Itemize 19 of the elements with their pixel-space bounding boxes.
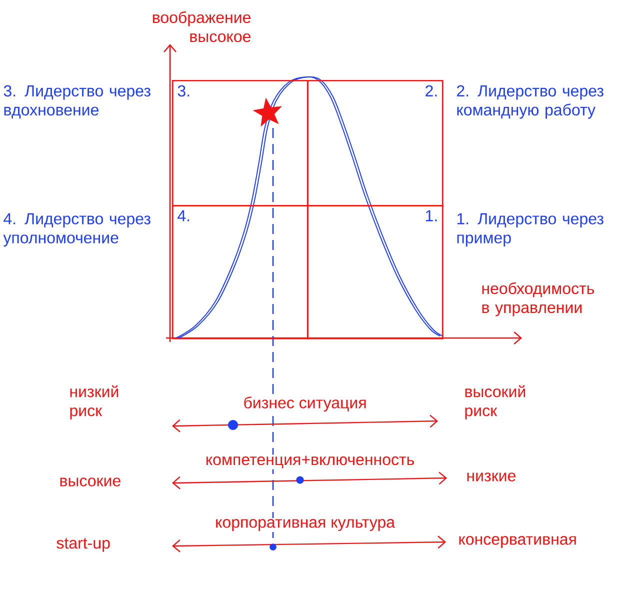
quadrant-caption: 2. Лидерство через командную работу	[457, 85, 604, 119]
scale-title: корпоративная культура	[214, 518, 396, 532]
quadrant-caption: 1. Лидерство через пример	[457, 213, 604, 247]
scale-end-label: start-up	[56, 538, 110, 552]
quadrant-cell: 4.	[172, 205, 308, 340]
scale-end-label: высокий риск	[465, 385, 526, 420]
quadrant-cell: 3.	[172, 80, 308, 206]
quadrant-cell: 1.	[307, 205, 444, 340]
scale-title: бизнес ситуация	[242, 395, 368, 413]
quadrant-caption: 4. Лидерство через уполномочение	[3, 213, 150, 247]
scale-title: компетенция+включенность	[204, 454, 416, 470]
quadrant-caption: 3. Лидерство через вдохновение	[4, 85, 150, 119]
scale-end-label: низкий риск	[70, 385, 118, 420]
scale-end-label: консервативная	[459, 536, 576, 548]
axis-label: необходимость в управлении	[482, 282, 594, 316]
quadrant-cell: 2.	[307, 80, 444, 206]
scale-end-label: низкие	[467, 472, 516, 482]
axis-label: воображение высокое	[152, 11, 250, 42]
scale-end-label: высокие	[60, 478, 120, 486]
